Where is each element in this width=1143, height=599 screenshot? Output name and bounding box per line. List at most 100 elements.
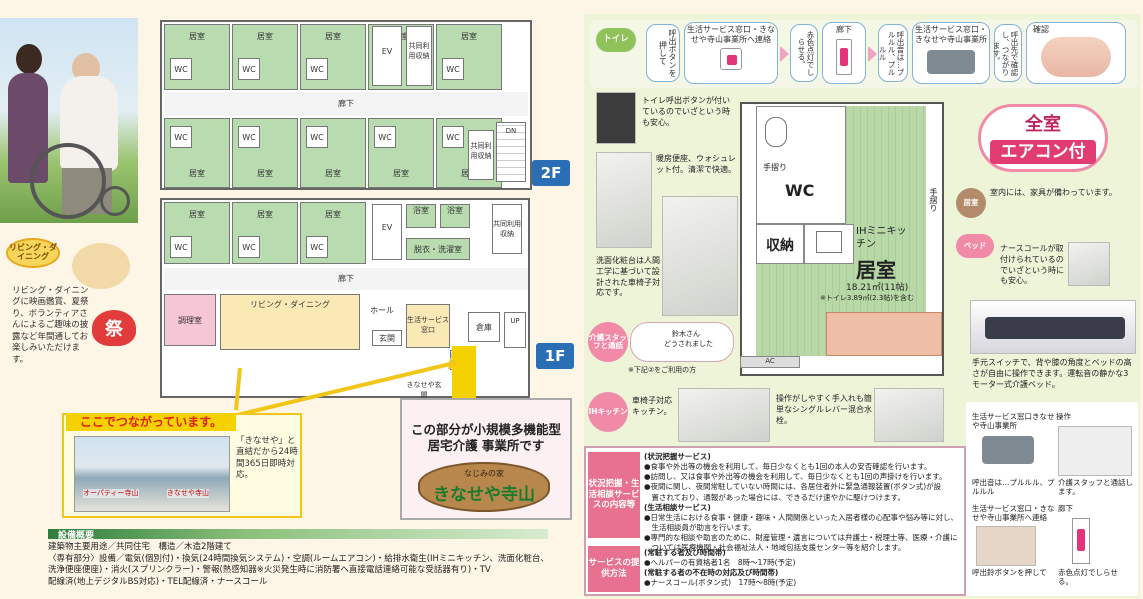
flow-c2: 操作	[1056, 412, 1071, 421]
room-2f-b4: 居室	[368, 118, 434, 188]
ev-2f: EV	[372, 26, 402, 86]
flow-arrow-2	[868, 46, 877, 62]
wc-1f-2: WC	[238, 236, 260, 258]
flow-c8: 赤色点灯でしらせる。	[1058, 568, 1118, 586]
care-staff-note: ※下記②をご利用の方	[628, 366, 697, 374]
bed-label: ベッド	[956, 234, 994, 258]
ih-kitchen-photo	[678, 388, 770, 442]
kinasaya-entrance: きなせや玄関	[406, 381, 442, 399]
festival-fan-icon: 祭	[92, 310, 136, 346]
sink-photo	[662, 196, 738, 316]
building-photo: オーパティー寺山 きなせや寺山	[74, 436, 230, 512]
toilet-photo-caption: 暖房便座、ウォシュレット付。清潔で快適。	[656, 154, 736, 174]
floor-badge-2f: 2F	[532, 160, 570, 186]
furniture-text: 室内には、家具が備わっています。	[990, 188, 1117, 197]
connection-arrow	[207, 358, 458, 424]
floor-badge-1f: 1F	[536, 343, 574, 369]
wc-2f-5: WC	[442, 58, 464, 80]
flow-c5: 生活サービス窓口・きなせや寺山事業所へ連絡	[972, 504, 1055, 522]
living-illustration	[72, 243, 130, 289]
warehouse-1f: 倉庫	[468, 312, 500, 342]
services-sec1: (状況把握サービス) ●食事や外出等の機会を利用して、毎日少なくとも1回の本人の…	[644, 452, 959, 553]
bed-nurse-text: ナースコールが取付けられているのでいざという時にも安心。	[1000, 244, 1064, 286]
office-title: この部分が小規模多機能型 居宅介護 事業所です	[410, 422, 561, 454]
services-box	[584, 446, 966, 596]
wc-2f-9: WC	[374, 126, 396, 148]
room-2f-t1: 居室	[164, 24, 230, 90]
flow-hand-photo	[976, 526, 1036, 566]
living-dining-badge: リビング・ダイニング	[6, 238, 60, 268]
wc-1f-1: WC	[170, 236, 192, 258]
wc-2f-8: WC	[306, 126, 328, 148]
furniture-label: 居室	[956, 188, 986, 218]
room-wc: 手摺り WC	[756, 106, 846, 224]
shared-storage-2f-top: 共同利用収納	[406, 26, 432, 86]
wc-2f-2: WC	[238, 58, 260, 80]
toilet-button-photo	[596, 92, 636, 144]
toilet-label: トイレ	[596, 28, 636, 52]
flow-c6: 廊下	[1058, 504, 1073, 513]
nurse-call-photo	[1068, 242, 1110, 286]
toilet-step6: 呼出先で確認し、つながります。	[992, 24, 1022, 82]
ih-text: 車椅子対応キッチン。	[632, 396, 672, 416]
room-handrail-2: 手摺り	[929, 188, 938, 212]
flow-corridor-lamp	[1072, 518, 1090, 564]
corridor-1f: 廊下	[164, 268, 528, 290]
care-staff-bubble1: 鈴木さん	[672, 330, 700, 338]
room-bed	[826, 312, 942, 356]
sign-sub: なじみの家	[464, 469, 504, 478]
facilities-title: 設備概要	[58, 531, 95, 541]
care-staff-bubble2: どうされました	[664, 340, 713, 348]
shared-storage-1f: 共同利用収納	[492, 204, 522, 254]
caregiver-photo	[0, 18, 138, 223]
wc-2f-6: WC	[170, 126, 192, 148]
faucet-text: 操作がしやすく手入れも簡単なシングルレバー混合水栓。	[776, 394, 872, 425]
connection-title: ここでつながっています。	[66, 413, 236, 431]
room-label: 居室	[856, 258, 896, 282]
room-area-note: ※トイレ3.89㎡(2.3帖)を含む	[820, 294, 915, 302]
flow-c1: 生活サービス窓口きなせや寺山事業所	[972, 412, 1055, 430]
toilet-step1: 呼出ボタンを押して	[646, 24, 680, 82]
floor-plan-2f: 居室 居室 居室 居室 居室 WC WC WC WC WC EV 共同利用収納 …	[160, 20, 532, 190]
corridor-2f: 廊下	[164, 92, 528, 116]
shared-storage-2f-bottom: 共同利用収納	[468, 130, 494, 180]
room-2f-b1: 居室	[164, 118, 230, 188]
toilet-step7: 確認	[1026, 22, 1126, 84]
kitchen-1f: 調理室	[164, 294, 216, 346]
sign-main: きなせや寺山	[433, 485, 535, 505]
flow-phone-1	[982, 436, 1034, 464]
ev-1f: EV	[372, 204, 402, 260]
room-2f-t5: 居室	[436, 24, 502, 90]
wc-2f-7: WC	[238, 126, 260, 148]
bed-text: 手元スイッチで、背や膝の角度とベッドの高さが自由に操作できます。運転音の静かな3…	[972, 358, 1132, 389]
services-label2: サービスの提供方法	[588, 546, 640, 592]
connection-highlight	[452, 346, 476, 398]
all-rooms-line2: エアコン付	[990, 140, 1096, 164]
wc-2f-1: WC	[170, 58, 192, 80]
office-1f: 生活サービス窓口	[406, 304, 450, 348]
room-area: 18.21㎡(11帖)	[846, 283, 909, 293]
entrance-1f: 玄関	[372, 330, 402, 346]
flow-c4: 介護スタッフと通話します。	[1058, 478, 1133, 496]
wc-2f-10: WC	[442, 126, 464, 148]
bath-1f-2: 浴室	[440, 204, 470, 228]
stairs-2f: DN	[496, 122, 526, 182]
room-2f-t3: 居室	[300, 24, 366, 90]
stairs-1f: UP	[504, 312, 526, 348]
toilet-step3b: 廊下	[822, 22, 866, 84]
faucet-photo	[874, 388, 944, 442]
toilet-step3: 赤色点灯でしらせる。	[790, 24, 818, 82]
kinasaya-sign	[418, 462, 550, 512]
room-kitchen-label: IHミニキッチン	[856, 226, 907, 250]
care-staff-label: 介護スタッフと通話	[588, 322, 628, 362]
living-dining-1f: リビング・ダイニング	[220, 294, 360, 350]
room-ac: AC	[740, 356, 800, 368]
facilities-text: 建築物主要用途／共同住宅 構造／木造2階建て 〈専有部分〉設備／電気(個別付)・…	[48, 542, 549, 588]
services-sec2: (常駐する者及び時間帯) ●ヘルパーの有資格者1名 8時〜17時(予定) (常駐…	[644, 548, 797, 588]
care-staff-illustration	[630, 322, 734, 362]
toilet-step5: 生活サービス窓口・きなせや寺山事業所	[912, 22, 990, 84]
toilet-step4: 呼出音は…プルルル、プルルル	[878, 24, 908, 82]
bed-photo	[970, 300, 1136, 354]
bath-1f-1: 浴室	[406, 204, 436, 228]
room-2f-t2: 居室	[232, 24, 298, 90]
